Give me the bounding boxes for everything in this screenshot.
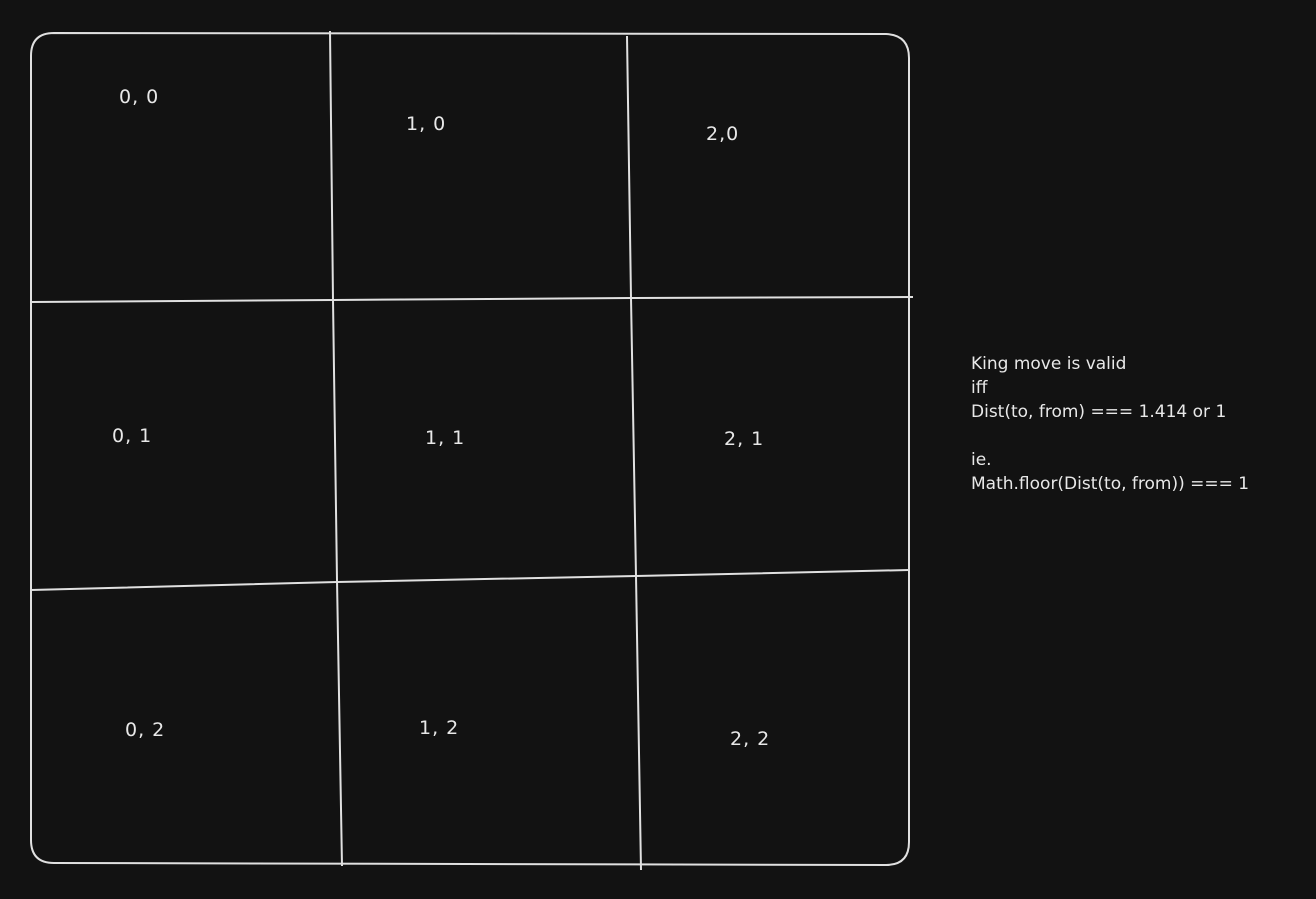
note-line-1: King move is valid <box>971 354 1127 374</box>
vertical-divider-2 <box>626 35 642 871</box>
king-move-note: King move is valid iff Dist(to, from) ==… <box>971 352 1249 496</box>
note-spacer <box>971 424 1249 448</box>
cell-label-2-1: 2, 1 <box>724 428 765 450</box>
note-line-5: Math.floor(Dist(to, from)) === 1 <box>971 474 1250 494</box>
note-line-4: ie. <box>971 450 992 470</box>
board-border <box>30 32 910 866</box>
cell-label-2-2: 2, 2 <box>730 728 771 750</box>
cell-label-1-1: 1, 1 <box>425 427 466 449</box>
horizontal-divider-2 <box>30 569 910 591</box>
note-line-3: Dist(to, from) === 1.414 or 1 <box>971 402 1227 422</box>
cell-label-0-1: 0, 1 <box>112 425 153 447</box>
cell-label-1-2: 1, 2 <box>419 717 460 739</box>
cell-label-1-0: 1, 0 <box>406 113 447 135</box>
cell-label-2-0: 2,0 <box>706 123 740 145</box>
vertical-divider-1 <box>329 30 343 867</box>
horizontal-divider-1 <box>30 296 914 303</box>
note-line-2: iff <box>971 378 988 398</box>
cell-label-0-2: 0, 2 <box>125 719 166 741</box>
cell-label-0-0: 0, 0 <box>119 86 160 108</box>
